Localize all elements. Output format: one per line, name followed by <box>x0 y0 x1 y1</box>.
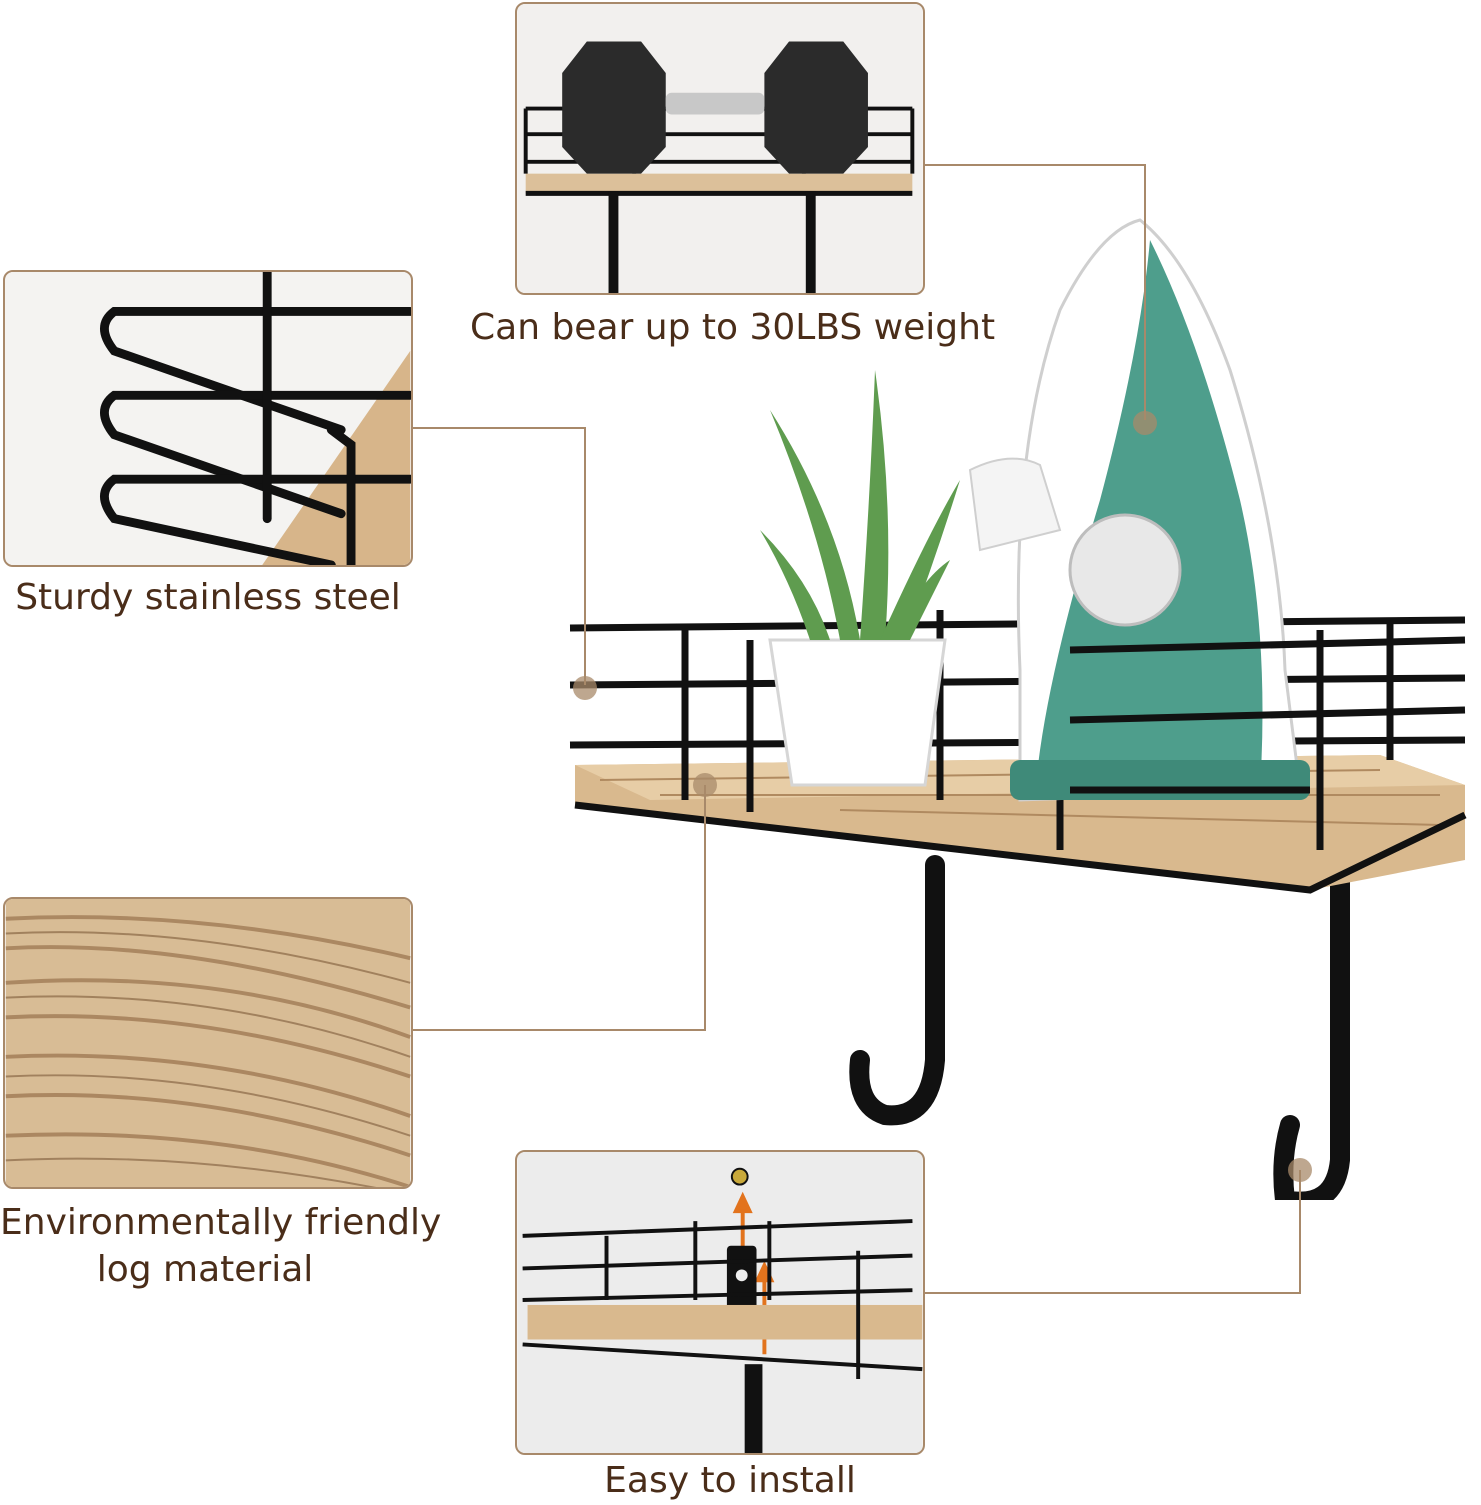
weight-caption: Can bear up to 30LBS weight <box>470 307 996 348</box>
wood-caption-line-2: log material <box>96 1248 314 1290</box>
product-illustration <box>540 200 1481 1200</box>
install-caption: Easy to install <box>604 1460 856 1501</box>
wood-grain-image <box>5 899 411 1187</box>
iron-shelf-image <box>569 218 1467 1200</box>
wood-caption: Environmentally friendly log material <box>0 1200 442 1294</box>
dumbbell-shelf-image <box>517 4 923 293</box>
wood-detail-panel <box>3 897 413 1189</box>
wire-frame-image <box>5 272 411 565</box>
steel-detail-panel <box>3 270 413 567</box>
steel-caption: Sturdy stainless steel <box>15 577 401 618</box>
weight-detail-panel <box>515 2 925 295</box>
wood-caption-line-1: Environmentally friendly <box>0 1202 442 1243</box>
install-image <box>517 1152 923 1453</box>
install-detail-panel <box>515 1150 925 1455</box>
